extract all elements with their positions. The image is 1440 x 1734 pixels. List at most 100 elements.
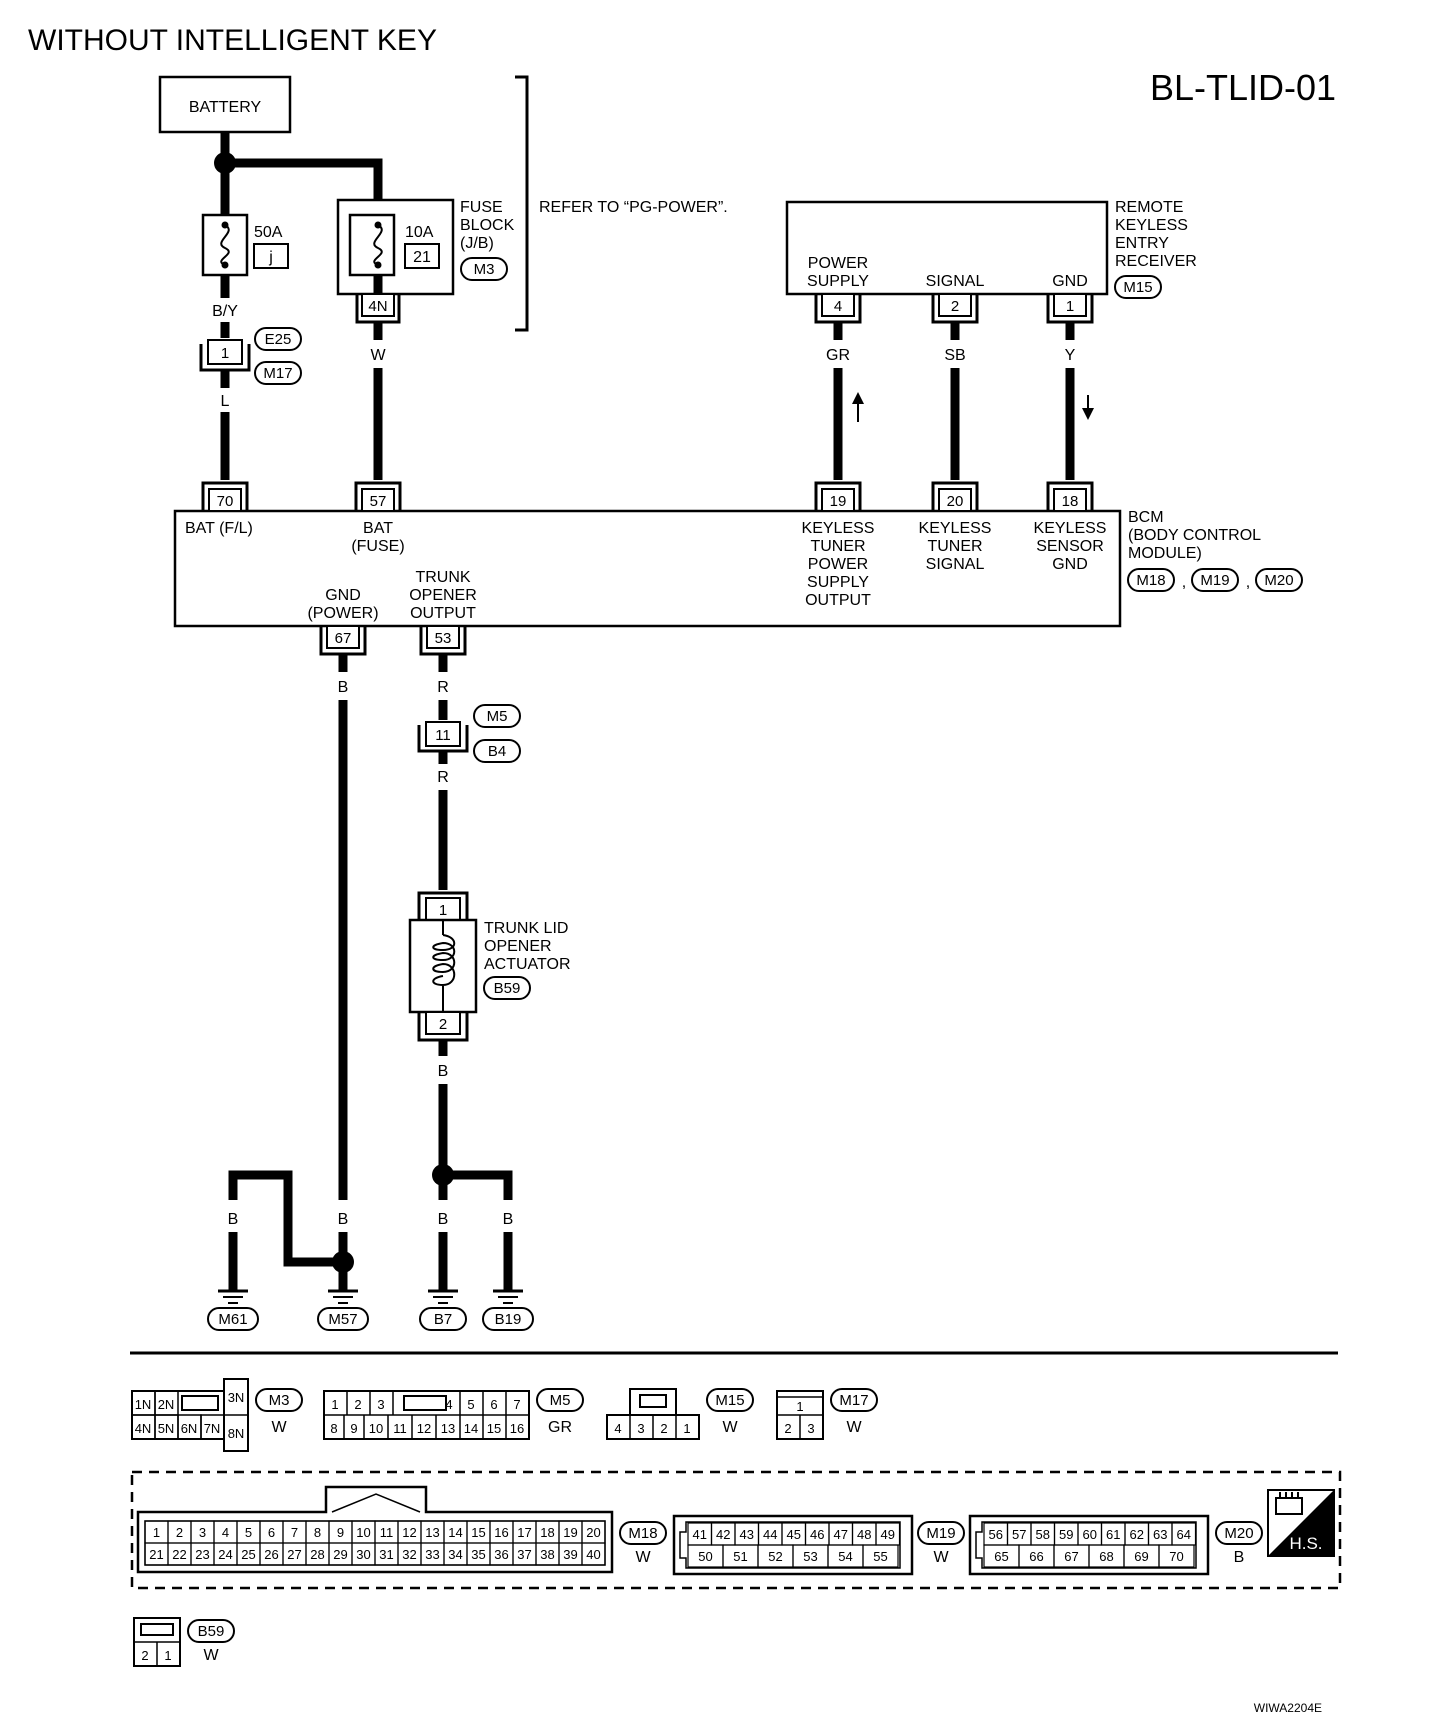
pin-number: 46 bbox=[810, 1527, 824, 1542]
ground-wire-b19 bbox=[443, 1170, 513, 1200]
svg-text:W: W bbox=[203, 1647, 219, 1664]
pin-number: 48 bbox=[857, 1527, 871, 1542]
svg-text:6: 6 bbox=[490, 1397, 497, 1412]
pin-number: 39 bbox=[563, 1547, 577, 1562]
receiver-label-2: KEYLESS bbox=[1115, 217, 1188, 234]
inline-conn-2: B4 bbox=[488, 743, 506, 760]
pin-number: 12 bbox=[402, 1525, 416, 1540]
receiver-connector: M15 bbox=[1123, 279, 1152, 296]
pin-number: 44 bbox=[763, 1527, 777, 1542]
svg-text:1N: 1N bbox=[135, 1397, 152, 1412]
inline-connector-m5-b4: 11 M5 B4 bbox=[417, 704, 521, 763]
receiver-label-3: ENTRY bbox=[1115, 235, 1169, 252]
pin-number: 11 bbox=[380, 1525, 394, 1540]
svg-text:M18: M18 bbox=[628, 1525, 657, 1542]
pin-cell bbox=[581, 1542, 606, 1566]
pin-number: 64 bbox=[1177, 1527, 1191, 1542]
figure-code: WIWA2204E bbox=[1254, 1701, 1322, 1715]
svg-text:4N: 4N bbox=[135, 1421, 152, 1436]
pin-number: 33 bbox=[425, 1547, 439, 1562]
svg-text:SIGNAL: SIGNAL bbox=[926, 556, 985, 573]
pin-number: 38 bbox=[540, 1547, 554, 1562]
wire-color-r-2: R bbox=[437, 769, 449, 786]
bcm-connector-1: M18 bbox=[1136, 572, 1165, 589]
svg-text:1: 1 bbox=[439, 902, 447, 919]
pin-number: 34 bbox=[448, 1547, 462, 1562]
wire-color-b-act: B bbox=[438, 1063, 449, 1080]
svg-text:2: 2 bbox=[951, 298, 959, 315]
fuse-block-label-2: BLOCK bbox=[460, 217, 515, 234]
battery: BATTERY bbox=[158, 75, 292, 134]
svg-text:53: 53 bbox=[435, 630, 452, 647]
pin-number: 35 bbox=[471, 1547, 485, 1562]
pin-number: 59 bbox=[1059, 1527, 1073, 1542]
svg-text:1: 1 bbox=[683, 1421, 690, 1436]
battery-feed-wire bbox=[220, 132, 383, 215]
svg-text:11: 11 bbox=[435, 727, 451, 744]
connector-view-m17: 1 2 3 M17 W bbox=[776, 1388, 878, 1440]
svg-text:M15: M15 bbox=[715, 1392, 744, 1409]
pin-number: 43 bbox=[740, 1527, 754, 1542]
pin-number: 68 bbox=[1099, 1549, 1113, 1564]
svg-text:3: 3 bbox=[637, 1421, 644, 1436]
arrow-up-icon bbox=[852, 392, 864, 422]
pin-number: 10 bbox=[356, 1525, 370, 1540]
pin-number: 66 bbox=[1029, 1549, 1043, 1564]
pin-number: 62 bbox=[1130, 1527, 1144, 1542]
svg-text:4: 4 bbox=[834, 298, 842, 315]
pin-number: 56 bbox=[989, 1527, 1003, 1542]
pin-number: 27 bbox=[287, 1547, 301, 1562]
svg-text:W: W bbox=[933, 1549, 949, 1566]
svg-text:W: W bbox=[635, 1549, 651, 1566]
fuse-50a-rating: 50A bbox=[254, 224, 283, 241]
bcm: BCM (BODY CONTROL MODULE) M18 , M19 , M2… bbox=[173, 509, 1303, 628]
receiver-term-signal: SIGNAL bbox=[926, 273, 985, 290]
pin-number: 57 bbox=[1012, 1527, 1026, 1542]
pin-number: 21 bbox=[149, 1547, 163, 1562]
pin-number: 65 bbox=[994, 1549, 1008, 1564]
svg-text:B59: B59 bbox=[198, 1623, 225, 1640]
ground-wire-color-4: B bbox=[438, 1211, 449, 1228]
receiver-label-4: RECEIVER bbox=[1115, 253, 1197, 270]
svg-text:,: , bbox=[1182, 574, 1186, 591]
joint-conn-2: M17 bbox=[263, 365, 292, 382]
wire-color-y: Y bbox=[1065, 347, 1076, 364]
svg-text:M20: M20 bbox=[1224, 1525, 1253, 1542]
wire-color-b-gnd: B bbox=[338, 679, 349, 696]
ground-wire-m61 bbox=[228, 1170, 343, 1267]
pin-number: 52 bbox=[768, 1549, 782, 1564]
ground-wire-color-1: B bbox=[228, 1211, 239, 1228]
svg-text:18: 18 bbox=[1062, 493, 1079, 510]
receiver-label-1: REMOTE bbox=[1115, 199, 1183, 216]
svg-text:1: 1 bbox=[796, 1399, 803, 1414]
svg-text:12: 12 bbox=[417, 1421, 431, 1436]
actuator-label-1: TRUNK LID bbox=[484, 920, 568, 937]
actuator-label-3: ACTUATOR bbox=[484, 956, 571, 973]
remote-keyless-entry-receiver: REMOTE KEYLESS ENTRY RECEIVER M15 POWER … bbox=[785, 199, 1197, 299]
svg-text:KEYLESS: KEYLESS bbox=[1034, 520, 1107, 537]
pin-number: 42 bbox=[716, 1527, 730, 1542]
svg-text:3: 3 bbox=[377, 1397, 384, 1412]
svg-text:TUNER: TUNER bbox=[927, 538, 982, 555]
wire-color-sb: SB bbox=[944, 347, 965, 364]
svg-text:4: 4 bbox=[445, 1397, 452, 1412]
joint-connector-e25-m17: 1 E25 M17 bbox=[199, 327, 302, 385]
pin-number: 8 bbox=[314, 1525, 321, 1540]
harness-side-icon: H.S. bbox=[1267, 1489, 1335, 1557]
svg-text:M3: M3 bbox=[269, 1392, 290, 1409]
svg-text:5: 5 bbox=[467, 1397, 474, 1412]
ground-m57: M57 bbox=[328, 1311, 357, 1328]
svg-text:7: 7 bbox=[513, 1397, 520, 1412]
pin-number: 4 bbox=[222, 1525, 229, 1540]
pin-number: 28 bbox=[310, 1547, 324, 1562]
bcm-pin-57: 57 bbox=[354, 481, 402, 512]
svg-text:8N: 8N bbox=[228, 1426, 245, 1441]
bcm-connector-views-box bbox=[130, 1470, 1342, 1590]
fuse-10a-rating: 10A bbox=[405, 224, 434, 241]
svg-text:W: W bbox=[271, 1419, 287, 1436]
pin-number: 16 bbox=[494, 1525, 508, 1540]
harness-side-label: H.S. bbox=[1289, 1534, 1322, 1553]
pin-number: 18 bbox=[540, 1525, 554, 1540]
